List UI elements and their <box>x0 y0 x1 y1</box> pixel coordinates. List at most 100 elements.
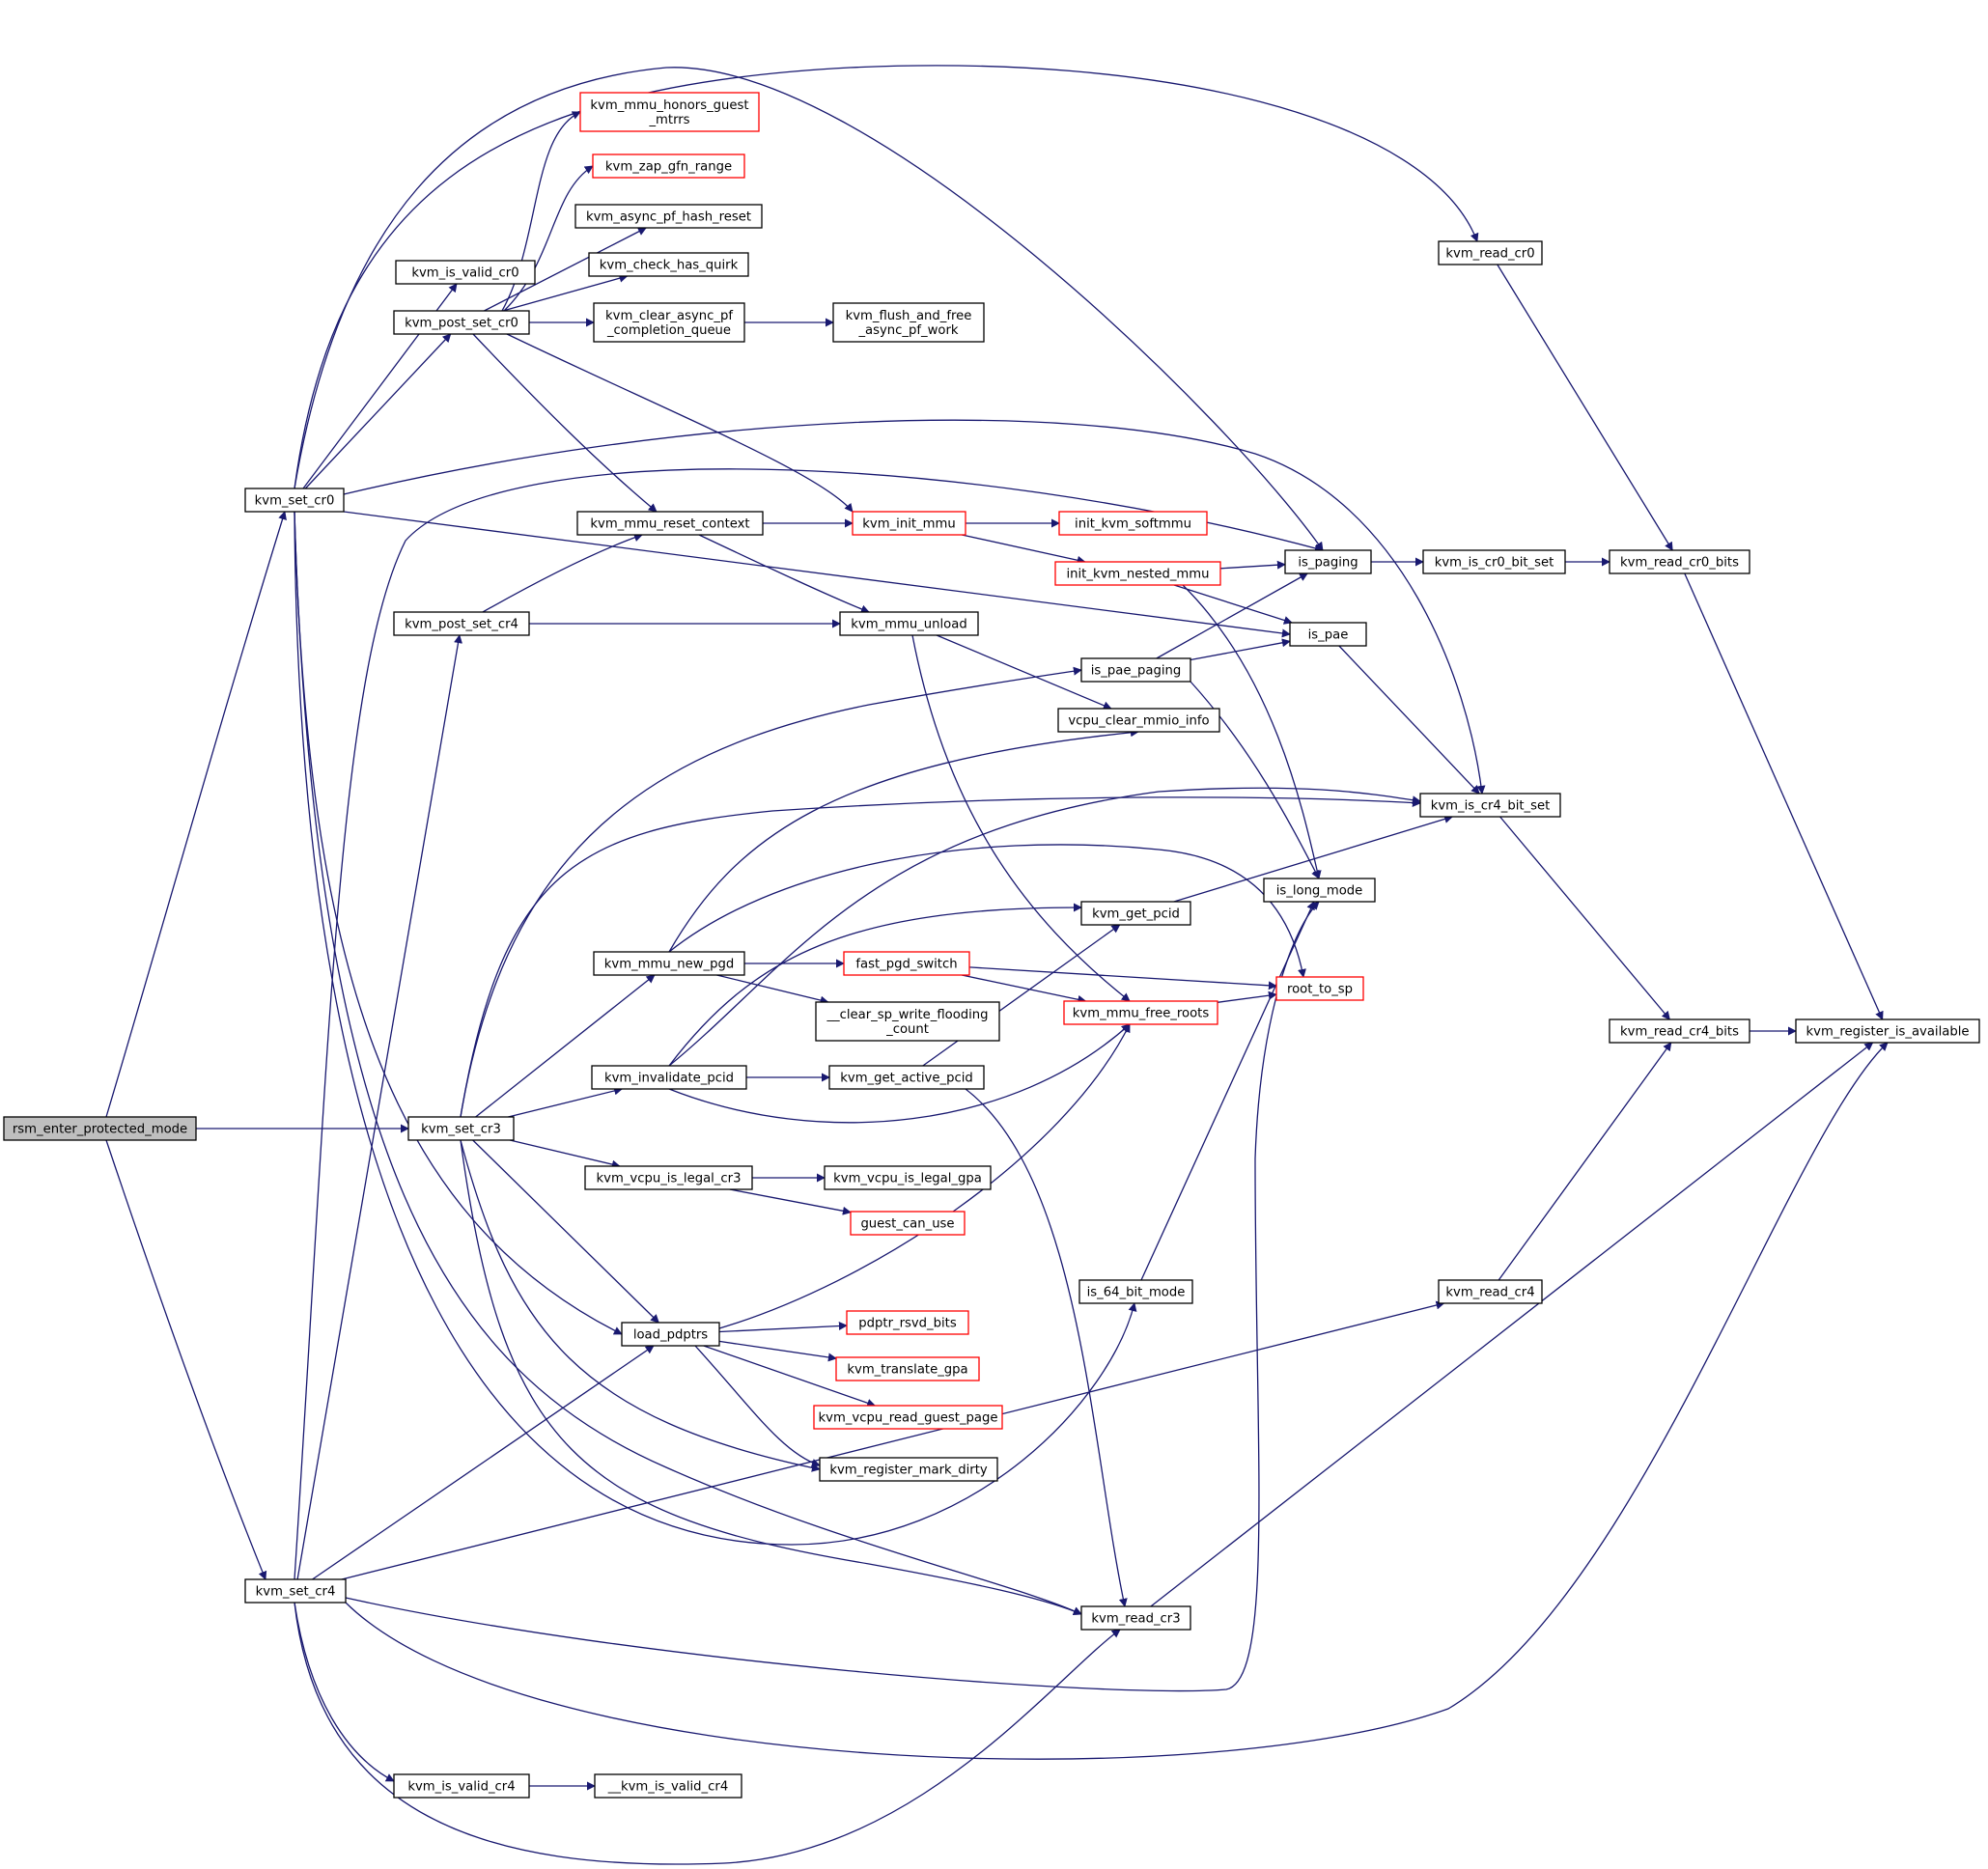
node-pdptr-rsvd[interactable]: pdptr_rsvd_bits <box>846 1310 969 1335</box>
edge-fast-pgd-to-free-roots <box>961 974 1087 1004</box>
node-read-guest-page[interactable]: kvm_vcpu_read_guest_page <box>813 1405 1003 1430</box>
node-fast-pgd[interactable]: fast_pgd_switch <box>843 951 970 976</box>
edge-set-cr0-to-read-cr0 <box>294 65 1479 489</box>
edge-mmu-unload-to-free-roots <box>911 634 1131 1002</box>
edge-new-pgd-to-vcpu-clear <box>668 728 1139 953</box>
node-post-set-cr4[interactable]: kvm_post_set_cr4 <box>393 611 530 636</box>
node-honors-mtrrs[interactable]: kvm_mmu_honors_guest_mtrrs <box>579 92 760 132</box>
node-init-mmu[interactable]: kvm_init_mmu <box>852 511 966 536</box>
node-label: kvm_read_cr4 <box>1445 1286 1534 1300</box>
node-clear-sp[interactable]: __clear_sp_write_flooding_count <box>815 1001 1000 1042</box>
node-mmu-unload[interactable]: kvm_mmu_unload <box>839 611 979 636</box>
node-inv-pcid[interactable]: kvm_invalidate_pcid <box>591 1065 747 1090</box>
node-label: is_long_mode <box>1276 884 1363 899</box>
node-label: kvm_register_mark_dirty <box>829 1464 988 1478</box>
edge-load-pdptrs-to-translate-gpa <box>718 1340 837 1362</box>
node-zap-gfn[interactable]: kvm_zap_gfn_range <box>592 153 745 179</box>
node-new-pgd[interactable]: kvm_mmu_new_pgd <box>593 951 745 976</box>
node-legal-gpa[interactable]: kvm_vcpu_is_legal_gpa <box>824 1165 992 1190</box>
node-box <box>1438 240 1543 265</box>
node-read-cr4[interactable]: kvm_read_cr4 <box>1438 1279 1543 1304</box>
node-reg-available[interactable]: kvm_register_is_available <box>1795 1018 1980 1044</box>
edge-init-nested-to-is-paging <box>1219 560 1286 570</box>
node-label: kvm_zap_gfn_range <box>605 160 732 175</box>
node-label: _count <box>885 1022 929 1037</box>
node-init-nested[interactable]: init_kvm_nested_mmu <box>1054 561 1221 586</box>
node-box <box>850 1211 966 1236</box>
node-box <box>835 1356 980 1381</box>
node-box <box>819 1457 998 1482</box>
node-box <box>1795 1018 1980 1044</box>
node-vcpu-clear[interactable]: vcpu_clear_mmio_info <box>1057 708 1220 733</box>
node-label: kvm_set_cr4 <box>256 1585 336 1600</box>
node-read-cr4-bits[interactable]: kvm_read_cr4_bits <box>1609 1018 1750 1044</box>
node-is-long-mode[interactable]: is_long_mode <box>1263 878 1376 903</box>
node-free-roots[interactable]: kvm_mmu_free_roots <box>1063 1000 1218 1025</box>
node-is-paging[interactable]: is_paging <box>1284 549 1372 574</box>
node-is-valid-cr4[interactable]: kvm_is_valid_cr4 <box>393 1773 530 1799</box>
node-mark-dirty[interactable]: kvm_register_mark_dirty <box>819 1457 998 1482</box>
node-reset-ctx[interactable]: kvm_mmu_reset_context <box>576 511 764 536</box>
node-box <box>1275 976 1364 1001</box>
node-is-pae[interactable]: is_pae <box>1289 622 1367 647</box>
node-read-cr0-bits[interactable]: kvm_read_cr0_bits <box>1609 549 1750 574</box>
node-check-quirk[interactable]: kvm_check_has_quirk <box>588 252 749 277</box>
node-label: is_pae <box>1308 628 1349 643</box>
node-set-cr3[interactable]: kvm_set_cr3 <box>407 1116 515 1141</box>
node-root-to-sp[interactable]: root_to_sp <box>1275 976 1364 1001</box>
node-label: kvm_mmu_new_pgd <box>604 958 735 972</box>
node-rsm[interactable]: rsm_enter_protected_mode <box>3 1116 197 1141</box>
node-post-set-cr0[interactable]: kvm_post_set_cr0 <box>393 310 530 335</box>
node-set-cr4[interactable]: kvm_set_cr4 <box>244 1578 347 1604</box>
node-is-valid-cr0[interactable]: kvm_is_valid_cr0 <box>395 260 536 285</box>
node-read-cr3[interactable]: kvm_read_cr3 <box>1080 1605 1191 1631</box>
node-set-cr0[interactable]: kvm_set_cr0 <box>244 488 345 513</box>
edge-reset-ctx-to-mmu-unload <box>698 534 870 614</box>
node-load-pdptrs[interactable]: load_pdptrs <box>621 1322 720 1347</box>
node-box <box>852 511 966 536</box>
node-box <box>1609 1018 1750 1044</box>
node-legal-cr3[interactable]: kvm_vcpu_is_legal_cr3 <box>584 1165 753 1190</box>
edges-layer <box>105 65 1889 1865</box>
edge-new-pgd-to-root-to-sp <box>668 844 1306 978</box>
node-flush-free[interactable]: kvm_flush_and_free_async_pf_work <box>832 302 985 343</box>
node-label: kvm_read_cr3 <box>1091 1612 1180 1627</box>
node-is-valid-cr4-inner[interactable]: __kvm_is_valid_cr4 <box>594 1773 742 1799</box>
node-translate-gpa[interactable]: kvm_translate_gpa <box>835 1356 980 1381</box>
node-box <box>1080 901 1191 926</box>
edge-inv-pcid-to-get-pcid <box>668 903 1082 1067</box>
edge-read-cr0-bits-to-reg-available <box>1684 572 1884 1020</box>
node-label: guest_can_use <box>860 1217 954 1232</box>
node-label: kvm_read_cr0_bits <box>1620 556 1739 571</box>
node-box <box>574 204 763 229</box>
node-guest-can-use[interactable]: guest_can_use <box>850 1211 966 1236</box>
node-label: kvm_translate_gpa <box>847 1363 967 1378</box>
node-label: _async_pf_work <box>857 323 958 338</box>
node-cr4-bit-set[interactable]: kvm_is_cr4_bit_set <box>1419 793 1561 818</box>
edge-free-roots-to-root-to-sp <box>1217 990 1277 1003</box>
node-label: __clear_sp_write_flooding <box>826 1008 988 1022</box>
node-box <box>593 302 745 343</box>
node-label: kvm_set_cr3 <box>421 1123 501 1137</box>
node-clear-async[interactable]: kvm_clear_async_pf_completion_queue <box>593 302 745 343</box>
node-label: kvm_get_active_pcid <box>840 1072 972 1086</box>
node-box <box>591 1065 747 1090</box>
edge-read-cr0-to-read-cr0-bits <box>1497 264 1673 551</box>
node-box <box>815 1001 1000 1042</box>
node-cr0-bit-set[interactable]: kvm_is_cr0_bit_set <box>1422 549 1566 574</box>
node-is-pae-paging[interactable]: is_pae_paging <box>1080 657 1191 683</box>
edge-load-pdptrs-to-pdptr-rsvd <box>718 1321 848 1333</box>
node-box <box>846 1310 969 1335</box>
node-init-softmmu[interactable]: init_kvm_softmmu <box>1058 511 1208 536</box>
edge-get-pcid-to-cr4-bit-set <box>1173 815 1454 903</box>
node-get-active-pcid[interactable]: kvm_get_active_pcid <box>828 1065 985 1090</box>
node-box <box>594 1773 742 1799</box>
edge-cr4-bit-set-to-read-cr4-bits <box>1499 816 1670 1020</box>
node-is-64bit[interactable]: is_64_bit_mode <box>1078 1279 1193 1304</box>
node-async-hash[interactable]: kvm_async_pf_hash_reset <box>574 204 763 229</box>
node-label: kvm_read_cr4_bits <box>1620 1025 1739 1040</box>
node-label: kvm_clear_async_pf <box>605 309 733 323</box>
node-read-cr0[interactable]: kvm_read_cr0 <box>1438 240 1543 265</box>
node-get-pcid[interactable]: kvm_get_pcid <box>1080 901 1191 926</box>
edge-mmu-unload-to-vcpu-clear <box>936 634 1112 711</box>
